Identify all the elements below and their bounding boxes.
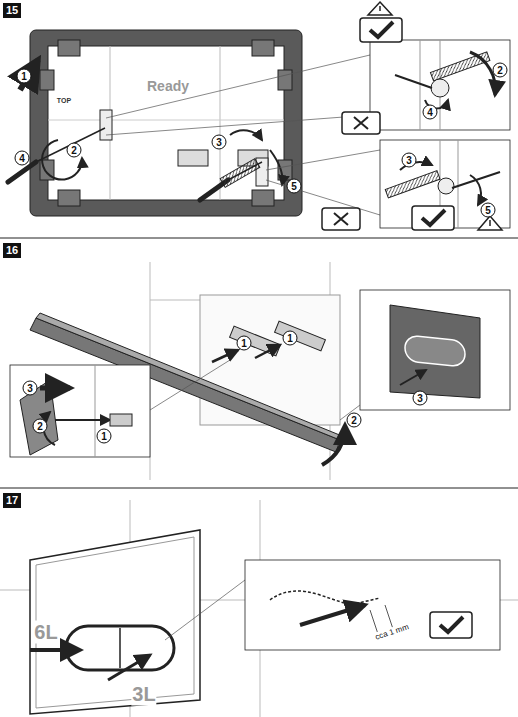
frame-marking: Ready bbox=[147, 78, 189, 94]
callout-number: 3 bbox=[402, 153, 417, 168]
callout-number: 1 bbox=[237, 336, 252, 351]
orientation-marking: TOP bbox=[57, 97, 71, 104]
callout-number: 2 bbox=[67, 143, 82, 158]
flush-volume: 3L bbox=[131, 683, 156, 706]
callout-number: 5 bbox=[481, 203, 496, 218]
callout-number: 5 bbox=[287, 179, 302, 194]
callout-number: 2 bbox=[347, 413, 362, 428]
callout-number: 1 bbox=[283, 331, 298, 346]
callout-number: 3 bbox=[413, 391, 428, 406]
callout-number: 4 bbox=[423, 105, 438, 120]
step-number: 15 bbox=[6, 4, 18, 16]
callout-number: 3 bbox=[23, 381, 38, 396]
step-number-box: 16 bbox=[3, 243, 21, 258]
step-number-box: 17 bbox=[3, 493, 21, 508]
callout-number: 3 bbox=[212, 135, 227, 150]
flush-volume: 6L bbox=[33, 621, 58, 644]
callout-number: 4 bbox=[15, 151, 30, 166]
step-number: 17 bbox=[6, 494, 18, 506]
step-number-box: 15 bbox=[3, 3, 21, 18]
step-number: 16 bbox=[6, 244, 18, 256]
callout-number: 2 bbox=[33, 419, 48, 434]
callout-number: 1 bbox=[97, 429, 112, 444]
callout-number: 2 bbox=[493, 63, 508, 78]
callout-number: 1 bbox=[17, 69, 32, 84]
